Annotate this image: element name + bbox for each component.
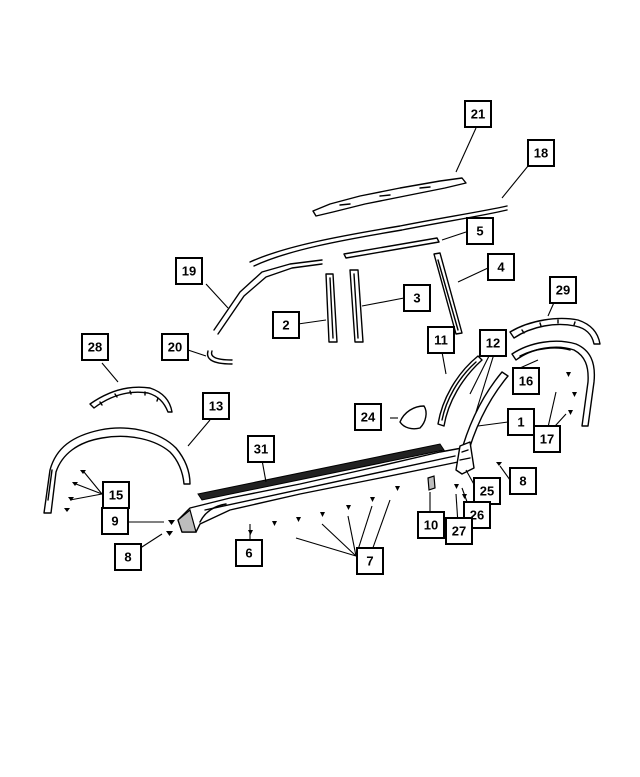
callout-4: 4 [487,253,515,281]
callout-label: 26 [470,508,484,523]
callout-label: 21 [471,107,485,122]
callout-label: 25 [480,484,494,499]
cowl-trim-part [206,350,233,365]
callout-label: 1 [517,415,524,430]
leader-lines [69,127,567,557]
callout-10: 10 [417,511,445,539]
callout-16: 16 [512,367,540,395]
rear-wheel-molding-part [459,371,509,461]
callout-label: 5 [476,224,483,239]
callout-19: 19 [175,257,203,285]
callout-label: 12 [486,336,500,351]
callout-label: 2 [282,318,289,333]
callout-8-left: 8 [114,543,142,571]
callout-1: 1 [507,408,535,436]
rocker-end-clips [166,520,175,536]
callout-label: 31 [254,442,268,457]
fuel-door-part [399,405,427,430]
b-pillar-applique-part [325,273,338,343]
callout-6: 6 [235,539,263,567]
callout-label: 13 [209,399,223,414]
callout-12: 12 [479,329,507,357]
callout-label: 20 [168,340,182,355]
callout-label: 7 [366,554,373,569]
callout-8-right: 8 [509,467,537,495]
callout-label: 9 [111,514,118,529]
callout-label: 18 [534,146,548,161]
callout-label: 28 [88,340,102,355]
callout-31: 31 [247,435,275,463]
callout-29: 29 [549,276,577,304]
callout-2: 2 [272,311,300,339]
rear-door-molding-part [437,355,483,427]
bracket-part [427,475,436,491]
callout-11: 11 [427,326,455,354]
callout-label: 11 [434,333,448,348]
callout-label: 8 [519,474,526,489]
callout-label: 24 [361,410,376,425]
rocker-panel-part [177,443,467,533]
callout-20: 20 [161,333,189,361]
front-flare-clips [64,470,86,512]
callout-label: 6 [245,546,252,561]
a-pillar-molding-part [213,259,323,335]
callout-label: 15 [109,488,123,503]
quarter-applique-part [433,252,463,335]
callout-label: 16 [519,374,533,389]
front-wheel-flare-part [43,427,191,514]
callout-label: 4 [497,260,505,275]
upper-door-molding-part [343,237,440,259]
callout-13: 13 [202,392,230,420]
front-flare-upper-part [89,386,173,413]
callout-25: 25 [473,477,501,505]
callout-3: 3 [403,284,431,312]
callout-28: 28 [81,333,109,361]
c-pillar-applique-part [349,269,364,343]
callout-label: 17 [540,432,554,447]
callout-27: 27 [445,517,473,545]
callout-24: 24 [354,403,382,431]
callout-18: 18 [527,139,555,167]
callout-5: 5 [466,217,494,245]
callout-9: 9 [101,507,129,535]
splash-shield-part [454,441,502,499]
callout-15: 15 [102,481,130,509]
callout-label: 29 [556,283,570,298]
rear-flare-upper-part [509,317,601,345]
callout-label: 27 [452,524,466,539]
rear-wheel-flare-part [511,340,596,427]
callout-17: 17 [533,425,561,453]
callout-21: 21 [464,100,492,128]
roof-rail-part [312,177,467,217]
callout-label: 8 [124,550,131,565]
callout-label: 10 [424,518,438,533]
callout-7: 7 [356,547,384,575]
rear-flare-clips [566,372,577,415]
callout-label: 3 [413,291,420,306]
roof-ditch-molding-part [249,205,508,267]
callout-label: 19 [182,264,196,279]
